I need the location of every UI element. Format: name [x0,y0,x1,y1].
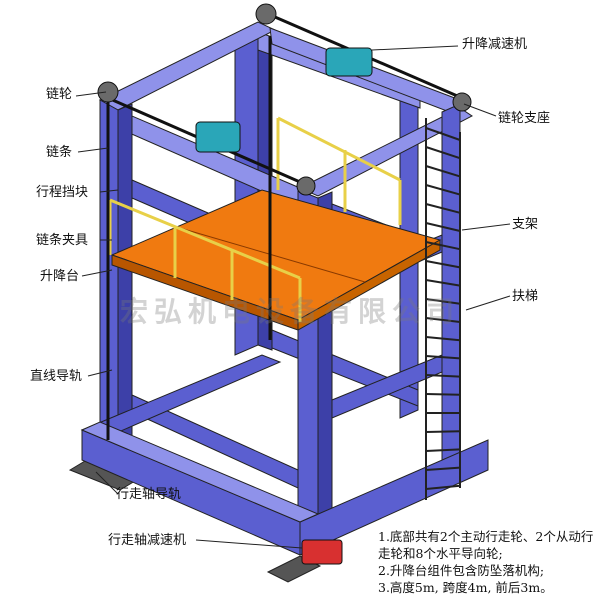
ladder-rung [425,222,461,232]
leader-ladder [465,295,511,311]
label-frame: 支架 [512,217,539,232]
note-line-4: 3.高度5m, 跨度4m, 前后3m。 [378,580,553,595]
platform-seam [179,227,366,283]
label-travel-reducer: 行走轴减速机 [108,533,187,548]
ladder-rung [425,146,461,160]
travel-motor [301,539,343,565]
leader-travel-rail [95,471,119,495]
sprocket-back-right [452,92,472,112]
leader-frame [461,223,511,231]
ladder-rung [425,241,461,251]
platform-railings [108,116,402,322]
ladder-rung [425,430,461,433]
leader-linear-guide [87,369,113,377]
leader-lift-platform [81,269,113,277]
ladder-rung [425,448,461,452]
front-frame [80,21,489,556]
sprocket-front-left [97,81,119,103]
ladder-rung [425,336,461,342]
lift-platform-assembly [110,189,442,331]
spec-notes: 1.底部共有2个主动行走轮、2个从动行 走轮和8个水平导向轮; 2.升降台组件包… [378,528,610,596]
ladder [425,118,461,500]
leader-chain [77,147,109,153]
front-low-beam [131,394,299,489]
leader-sprocket-mount [463,103,497,117]
ladder-rung [425,260,461,269]
front-left-post-face [117,103,133,449]
leader-travel-reducer [195,539,303,549]
label-lift-platform: 升降台 [40,269,80,284]
label-linear-guide: 直线导轨 [30,369,83,384]
leader-sprocket [75,91,107,97]
front-railing [109,198,301,280]
note-line-2: 走轮和8个水平导向轮; [378,546,503,561]
ladder-rung [425,279,461,287]
back-railing [277,116,401,182]
ladder-rung [425,127,461,141]
ladder-rung [425,374,461,378]
base-front-top [80,421,320,523]
leader-lift-reducer [371,45,459,51]
lift-motor-back [325,47,373,77]
sprockets [97,3,472,196]
ladder-rung [425,298,461,305]
lift-motor-front [195,121,241,153]
ladder-rung [425,484,461,490]
note-line-1: 1.底部共有2个主动行走轮、2个从动行 [378,529,594,544]
label-sprocket: 链轮 [46,87,73,102]
travel-reducer-assembly [301,539,343,565]
ladder-rung [425,355,461,360]
label-chain-clamp: 链条夹具 [36,233,89,248]
ladder-rung [425,165,461,178]
label-lift-reducer: 升降减速机 [462,37,528,52]
ladder-rung [425,393,461,396]
ladder-rung [425,184,461,196]
leader-lines [75,45,511,549]
sprocket-front-right [296,176,316,196]
label-sprocket-mount: 链轮支座 [498,111,551,126]
lift-reducers [195,47,373,153]
ladder-rung [425,203,461,214]
sprocket-back-left [255,3,277,25]
label-chain: 链条 [46,145,73,160]
right-low-beam [331,354,443,419]
ladder-rung [425,466,461,471]
watermark: 宏弘机电设备有限公司 [120,295,461,328]
label-travel-stop: 行程挡块 [36,185,89,200]
ladder-rung [425,317,461,323]
platform-right-edge [297,239,441,331]
label-travel-rail: 行走轴导轨 [116,487,182,502]
note-line-3: 2.升降台组件包含防坠落机构; [378,563,545,578]
label-ladder: 扶梯 [512,289,539,304]
leader-travel-stop [99,189,119,193]
